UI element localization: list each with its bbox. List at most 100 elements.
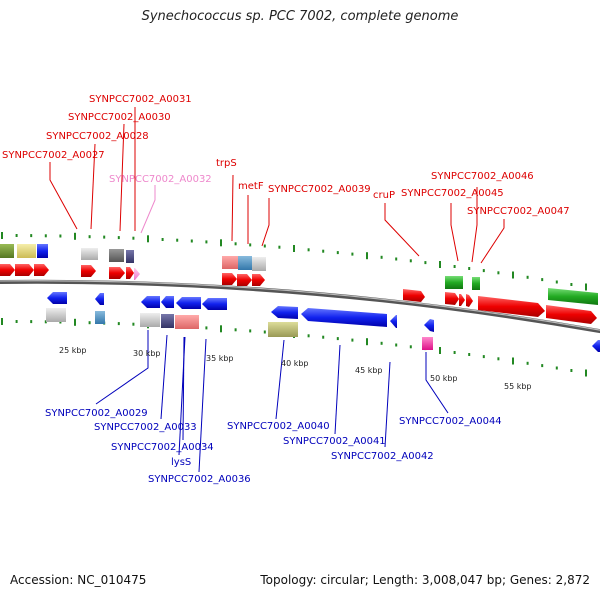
minor-tick [322,335,325,339]
callout-line [384,203,420,257]
minor-tick [249,329,252,333]
gene-label: SYNPCC7002_A0044 [399,416,502,427]
gene-label: SYNPCC7002_A0047 [467,206,570,217]
feature-box [126,250,134,263]
feature-box [238,256,252,270]
callout-line [160,334,168,420]
major-tick [74,232,76,240]
gene-arrow-reverse [592,340,600,352]
minor-tick [526,361,529,365]
reverse-features [46,292,600,352]
feature-box [81,248,98,260]
minor-tick [263,244,266,248]
minor-tick [555,366,558,370]
feature-box [95,311,105,324]
gene-arrow-forward [126,267,134,279]
gene-arrow-forward [222,273,237,285]
feature-box [161,314,174,328]
feature-box [422,337,433,350]
gene-arrow-forward [109,267,125,279]
genome-backbone-highlight [0,280,600,331]
major-tick [585,369,587,377]
gene-arrow-forward [0,264,15,276]
minor-tick [103,235,106,239]
forward-label-group: SYNPCC7002_A0031 SYNPCC7002_A0030 SYNPCC… [2,94,570,217]
major-tick [585,283,587,291]
major-tick [439,261,441,268]
feature-box [548,288,598,305]
gene-arrow-reverse [176,297,201,309]
major-tick [1,232,3,239]
genome-backbone [0,279,600,334]
gene-label: SYNPCC7002_A0030 [68,112,171,123]
minor-tick [15,234,18,237]
minor-tick [570,283,573,286]
gene-arrow-reverse [390,315,397,328]
gene-arrow-forward [15,264,34,276]
callout-line [261,198,270,247]
gene-label: cruP [373,190,395,201]
callout-line [450,203,459,262]
minor-tick [409,259,412,263]
minor-tick [570,369,573,372]
major-tick [512,271,514,279]
minor-tick [409,345,412,349]
map-title: Synechococcus sp. PCC 7002, complete gen… [141,9,459,24]
gene-arrow-forward [403,289,425,302]
feature-box [17,244,36,258]
minor-tick [30,320,33,324]
minor-tick [15,320,18,323]
minor-tick [380,341,383,345]
minor-tick [161,238,164,241]
gene-arrow-reverse [301,308,387,327]
major-tick [439,347,441,354]
feature-box [46,308,66,322]
callout-line [471,187,478,263]
gene-label: SYNPCC7002_A0031 [89,94,192,105]
gene-label: SYNPCC7002_A0027 [2,150,105,161]
major-tick [74,318,76,326]
major-tick [1,318,3,325]
callout-line [334,344,341,435]
callout-line [275,339,285,420]
feature-box [222,256,238,269]
scale-label: 30 kbp [133,349,161,358]
minor-tick [88,321,91,325]
minor-tick [278,245,281,249]
minor-tick [176,238,179,242]
minor-tick [30,234,33,238]
scale-label: 50 kbp [430,374,458,383]
gene-label: SYNPCC7002_A0028 [46,131,149,142]
gene-label: SYNPCC7002_A0039 [268,184,371,195]
minor-tick [205,240,208,244]
scale-label: 45 kbp [355,366,383,375]
gene-label: SYNPCC7002_A0029 [45,408,148,419]
feature-box [109,249,124,262]
gene-arrow-forward [134,268,140,280]
minor-tick [497,271,500,275]
gene-arrow-forward [466,294,473,307]
gene-arrow-reverse [141,296,160,308]
minor-tick [88,235,91,239]
minor-tick [380,255,383,259]
feature-box [445,276,463,289]
minor-tick [307,334,310,338]
minor-tick [59,234,62,238]
scale-label: 55 kbp [504,382,532,391]
callout-line [384,361,391,448]
callout-line [231,174,234,242]
callout-line [119,123,125,232]
minor-tick [395,257,398,261]
gene-label: SYNPCC7002_A0042 [331,451,434,462]
gene-label: SYNPCC7002_A0033 [94,422,197,433]
gene-label: SYNPCC7002_A0041 [283,436,386,447]
gene-label: metF [238,181,264,192]
callout-line [49,162,78,230]
scale-label: 35 kbp [206,354,234,363]
minor-tick [234,328,237,332]
genome-summary: Topology: circular; Length: 3,008,047 bp… [260,573,590,587]
major-tick [366,252,368,260]
feature-box [140,313,160,327]
feature-box [252,257,266,271]
